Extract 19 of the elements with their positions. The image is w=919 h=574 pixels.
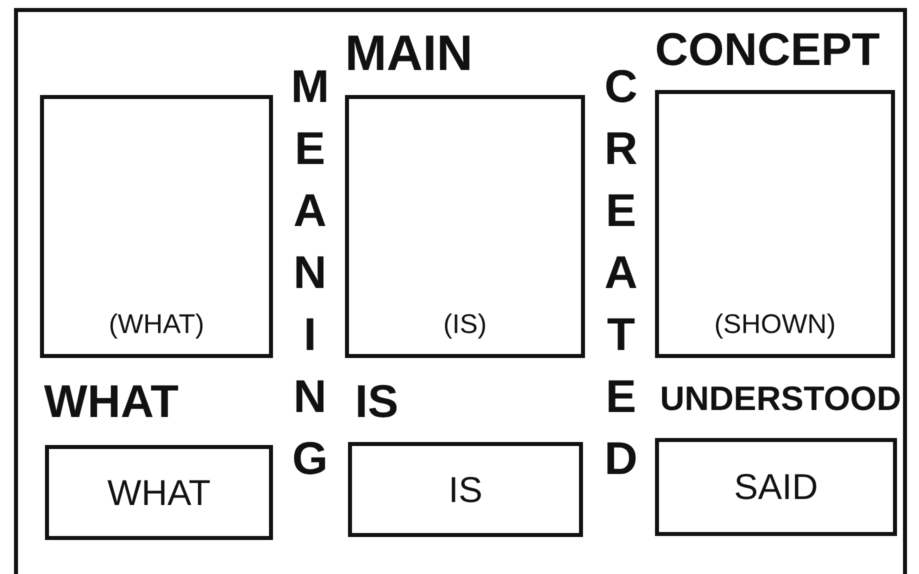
heading-word: CONCEPT — [655, 26, 880, 72]
box-label: (WHAT) — [108, 309, 206, 340]
panel-box — [40, 95, 273, 358]
box-label: (SHOWN) — [713, 309, 837, 340]
word-box — [348, 442, 583, 537]
heading-word: UNDERSTOOD — [660, 382, 902, 416]
heading-word: MAIN — [345, 28, 473, 78]
panel-box — [345, 95, 585, 358]
word-box — [45, 445, 273, 540]
panel-box — [655, 90, 895, 358]
box-label: WHAT — [107, 472, 211, 514]
heading-word: IS — [355, 378, 398, 424]
word-box — [655, 438, 897, 536]
box-label: IS — [448, 468, 482, 510]
box-label: SAID — [734, 466, 818, 508]
box-label: (IS) — [442, 309, 488, 340]
heading-word: WHAT — [44, 378, 179, 424]
vertical-word: MEANING — [287, 60, 333, 494]
vertical-word: CREATED — [598, 60, 644, 494]
